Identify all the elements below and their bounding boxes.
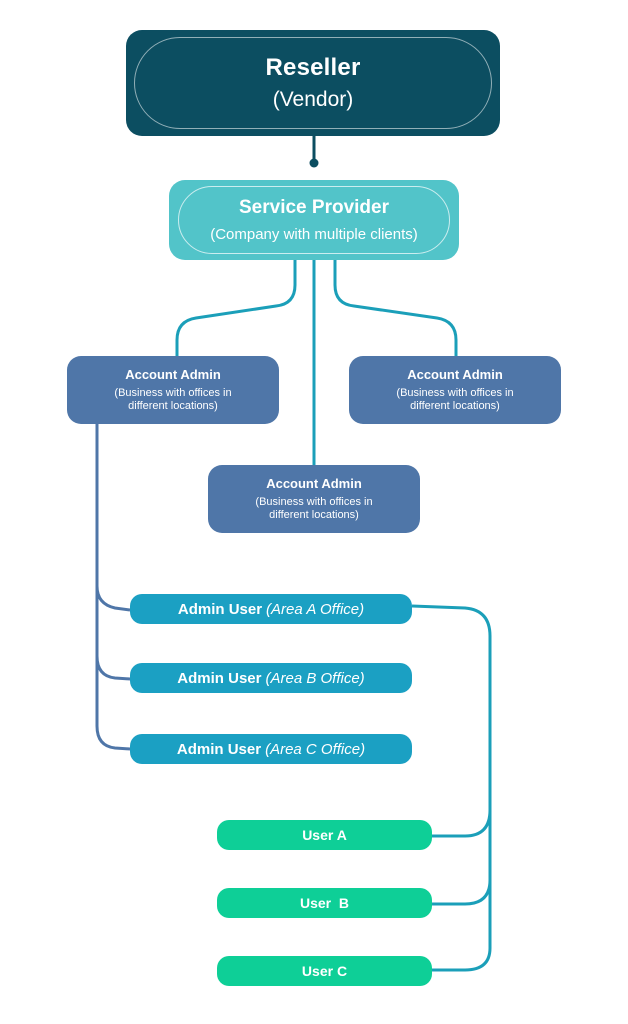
account-admin-description-line2: different locations) <box>128 400 218 412</box>
connector-provider-right <box>333 260 458 356</box>
connector-user-a <box>432 809 492 838</box>
user-node-a: User A <box>217 820 432 850</box>
account-admin-description-line1: (Business with offices in <box>255 496 373 508</box>
account-admin-description: (Business with offices in different loca… <box>255 496 372 522</box>
user-node-b: User B <box>217 888 432 918</box>
admin-user-label: Admin User <box>176 740 262 758</box>
account-admin-description: (Business with offices in different loca… <box>396 387 513 413</box>
reseller-node: Reseller (Vendor) <box>126 30 500 136</box>
connector-admin-a <box>95 424 131 612</box>
service-provider-subtitle: (Company with multiple clients) <box>210 226 418 243</box>
account-admin-node-center: Account Admin (Business with offices in … <box>208 465 420 533</box>
connector-users <box>411 604 492 972</box>
service-provider-title: Service Provider <box>239 197 389 218</box>
reseller-title: Reseller <box>265 54 361 81</box>
connector-user-b <box>432 879 492 906</box>
account-admin-node-right: Account Admin (Business with offices in … <box>349 356 561 424</box>
account-admin-description-line1: (Business with offices in <box>396 387 514 399</box>
admin-user-label: Admin User <box>177 600 263 618</box>
account-admin-description-line2: different locations) <box>269 509 359 521</box>
reseller-inner-ring <box>134 37 492 129</box>
admin-user-area: (Area A Office) <box>266 600 365 618</box>
account-admin-description-line1: (Business with offices in <box>114 387 232 399</box>
account-admin-node-left: Account Admin (Business with offices in … <box>67 356 279 424</box>
service-provider-inner-ring <box>178 186 450 254</box>
account-admin-description: (Business with offices in different loca… <box>114 387 231 413</box>
admin-user-node-b: Admin User (Area B Office) <box>130 663 412 693</box>
admin-user-node-a: Admin User (Area A Office) <box>130 594 412 624</box>
reseller-subtitle: (Vendor) <box>272 88 354 111</box>
admin-user-node-c: Admin User (Area C Office) <box>130 734 412 764</box>
account-admin-title: Account Admin <box>125 367 221 382</box>
admin-user-label: Admin User <box>177 669 262 687</box>
service-provider-node: Service Provider (Company with multiple … <box>169 180 459 260</box>
admin-user-area: (Area C Office) <box>265 740 366 758</box>
admin-user-area: (Area B Office) <box>265 669 365 687</box>
connector-dot <box>309 158 319 168</box>
user-node-c: User C <box>217 956 432 986</box>
account-admin-description-line2: different locations) <box>410 400 500 412</box>
connector-provider-left <box>175 260 297 356</box>
connector-admin-c <box>95 656 131 751</box>
account-admin-title: Account Admin <box>266 476 362 491</box>
account-admin-title: Account Admin <box>407 367 503 382</box>
